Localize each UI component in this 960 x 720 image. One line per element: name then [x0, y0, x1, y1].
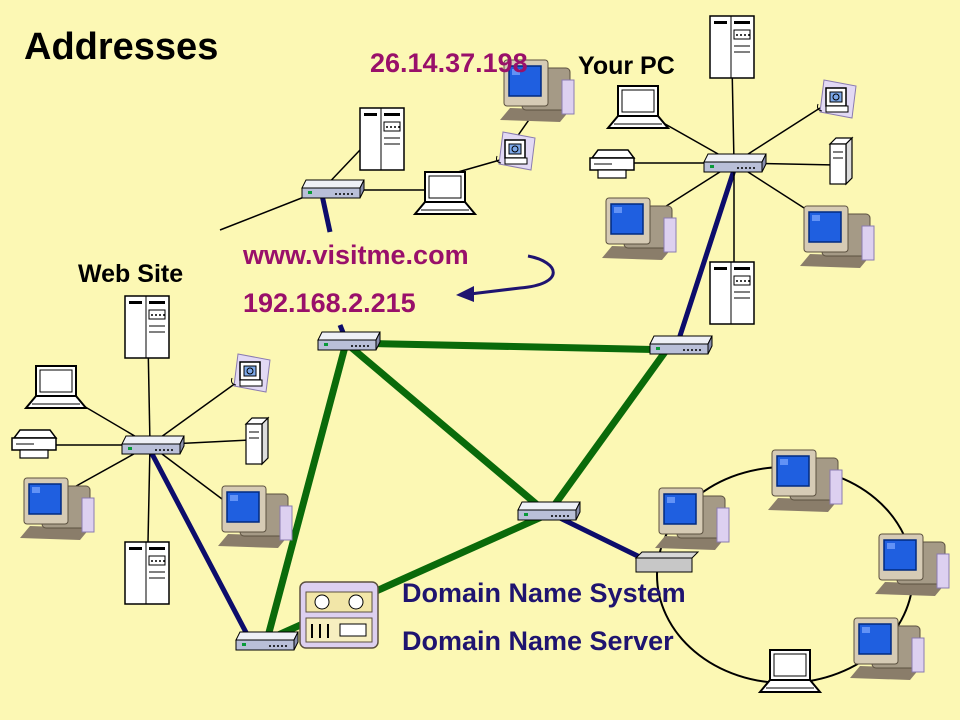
backbone-link — [343, 340, 551, 517]
server-computer — [709, 261, 755, 325]
file-server — [829, 137, 853, 185]
workstation — [495, 131, 536, 171]
desktop-computer — [874, 533, 950, 597]
desktop-computer — [217, 485, 293, 549]
hub — [703, 153, 767, 173]
access-links — [147, 169, 737, 642]
dns-server-machine — [299, 581, 379, 649]
router — [649, 335, 713, 355]
web-site-label: Web Site — [78, 260, 184, 288]
backbone-link — [545, 349, 668, 517]
web-server — [124, 295, 170, 359]
printer — [589, 149, 635, 179]
access-link — [147, 448, 253, 642]
desktop-computer — [601, 197, 677, 261]
workstation — [230, 353, 271, 393]
backbone-link — [263, 342, 350, 641]
desktop-computer — [654, 487, 730, 551]
laptop — [25, 365, 87, 409]
server-computer — [124, 541, 170, 605]
your-pc-ip-label: 26.14.37.198 — [370, 48, 528, 78]
web-site-ip-label: 192.168.2.215 — [243, 288, 416, 318]
your-pc-laptop — [607, 85, 669, 129]
workstation — [816, 79, 857, 119]
desktop-computer — [799, 205, 875, 269]
backbone-link — [345, 339, 679, 354]
page-title: Addresses — [24, 26, 219, 68]
printer — [11, 429, 57, 459]
dns-system-label: Domain Name System — [402, 578, 686, 608]
laptop — [414, 171, 476, 215]
desktop-computer — [849, 617, 925, 681]
laptop — [759, 649, 821, 693]
domain-name-label: www.visitme.com — [243, 240, 469, 270]
access-link — [319, 194, 333, 233]
your-pc-label: Your PC — [578, 52, 675, 80]
access-link — [675, 169, 737, 343]
server-computer — [709, 15, 755, 79]
router — [301, 179, 365, 199]
file-server — [245, 417, 269, 465]
router — [517, 501, 581, 521]
dns-server-label: Domain Name Server — [402, 626, 674, 656]
server-computer — [359, 107, 405, 171]
router — [317, 331, 381, 351]
desktop-computer — [767, 449, 843, 513]
dns-lookup-arrow — [456, 254, 555, 302]
desktop-computer — [19, 477, 95, 541]
router — [235, 631, 299, 651]
access-link — [558, 515, 652, 565]
ring-server — [634, 551, 700, 573]
hub — [121, 435, 185, 455]
backbone-links — [263, 339, 679, 644]
